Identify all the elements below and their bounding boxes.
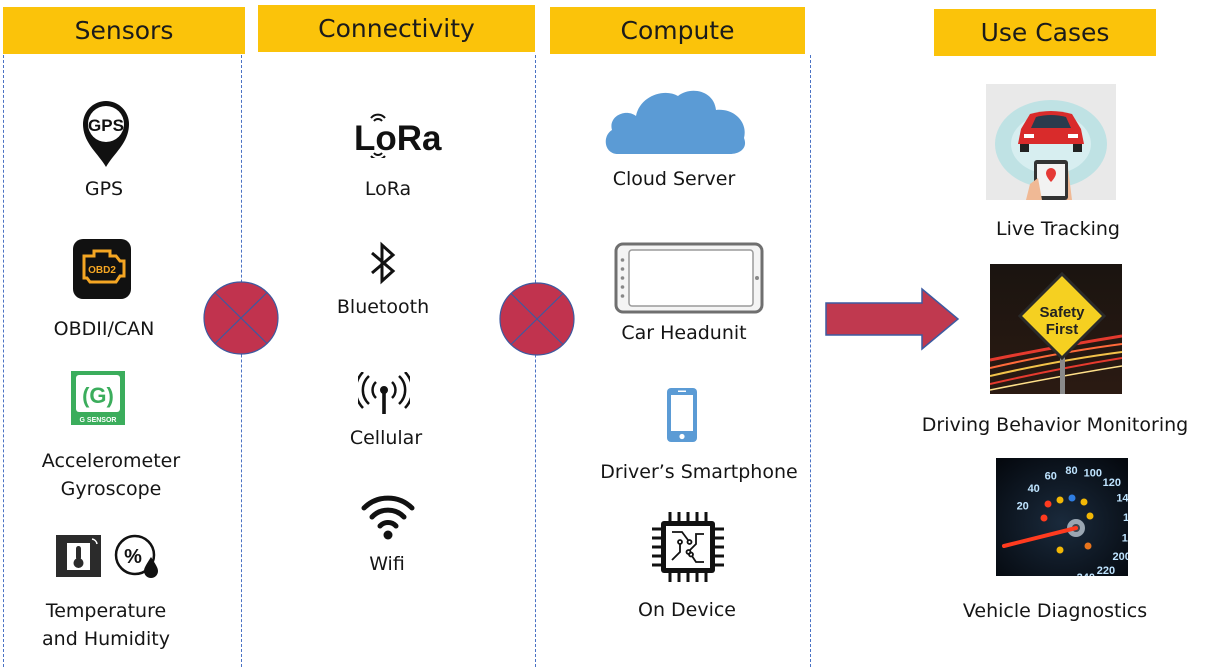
divider-compute-right: [810, 55, 811, 667]
g-sensor-letter: (G): [82, 383, 114, 408]
gauge-tick-label: 160: [1123, 512, 1128, 524]
gauge-tick-label: 120: [1103, 477, 1121, 489]
cellular-signal-icon: [358, 372, 410, 414]
gauge-tick-label: 140: [1116, 493, 1128, 505]
lora-logo-text: LoRa: [354, 119, 442, 158]
label-on-device: On Device: [637, 599, 736, 621]
label-accelerometer: Accelerometer: [41, 450, 181, 472]
lora-logo-icon: LoRa: [354, 113, 442, 158]
header-sensors: Sensors: [3, 7, 245, 54]
label-lora: LoRa: [364, 178, 412, 200]
label-live-tracking: Live Tracking: [996, 218, 1120, 240]
gauge-tick-label: 200: [1113, 551, 1128, 563]
gauge-tick-label: 220: [1097, 565, 1115, 576]
cross-circle-icon-1: [203, 281, 279, 355]
g-sensor-icon: (G) G SENSOR: [71, 371, 125, 425]
divider-sensors-connectivity: [241, 55, 242, 667]
chip-icon: [652, 512, 724, 582]
divider-left-sensors: [3, 55, 4, 667]
header-compute: Compute: [550, 7, 805, 54]
gps-icon-text: GPS: [88, 116, 124, 135]
label-smartphone: Driver’s Smartphone: [600, 461, 798, 483]
gauge-tick-label: 80: [1065, 465, 1077, 477]
label-wifi: Wifi: [369, 553, 405, 575]
wifi-icon: [361, 495, 415, 540]
label-temperature: Temperature: [45, 600, 167, 622]
g-sensor-text: G SENSOR: [80, 417, 117, 424]
check-engine-icon: OBD2: [73, 239, 131, 299]
thermometer-icon: [56, 535, 101, 577]
bluetooth-icon: [371, 241, 396, 285]
label-cellular: Cellular: [349, 427, 423, 449]
label-car-headunit: Car Headunit: [621, 322, 747, 344]
safety-first-image: Safety First: [990, 264, 1122, 394]
label-driving-behavior: Driving Behavior Monitoring: [921, 414, 1189, 436]
safety-sign-line1: Safety: [1039, 304, 1085, 321]
gps-pin-icon: GPS: [83, 101, 129, 167]
humidity-icon: %: [114, 534, 158, 578]
obd-icon-text: OBD2: [88, 265, 116, 276]
cross-circle-icon-2: [499, 282, 575, 356]
cloud-icon: [605, 90, 746, 154]
right-arrow-icon: [825, 287, 960, 351]
gauge-tick-label: 20: [1017, 501, 1029, 513]
label-obd: OBDII/CAN: [53, 318, 155, 340]
car-headunit-icon: [614, 242, 764, 314]
label-gyroscope: Gyroscope: [60, 478, 162, 500]
humidity-symbol: %: [124, 546, 142, 568]
divider-connectivity-compute: [535, 55, 536, 667]
gauge-tick-label: 240: [1077, 572, 1095, 576]
label-gps: GPS: [84, 178, 124, 200]
header-connectivity: Connectivity: [258, 5, 535, 52]
smartphone-icon: [667, 388, 697, 442]
gauge-tick-label: 180: [1122, 533, 1128, 545]
label-vehicle-diagnostics: Vehicle Diagnostics: [962, 600, 1148, 622]
label-humidity: and Humidity: [42, 628, 170, 650]
header-use-cases: Use Cases: [934, 9, 1156, 56]
label-cloud-server: Cloud Server: [612, 168, 736, 190]
gauge-tick-label: 100: [1084, 467, 1102, 479]
gauge-tick-label: 40: [1028, 483, 1040, 495]
gauge-tick-label: 60: [1045, 471, 1057, 483]
label-bluetooth: Bluetooth: [336, 296, 430, 318]
live-tracking-image: [986, 84, 1116, 200]
safety-sign-line2: First: [1046, 321, 1079, 338]
